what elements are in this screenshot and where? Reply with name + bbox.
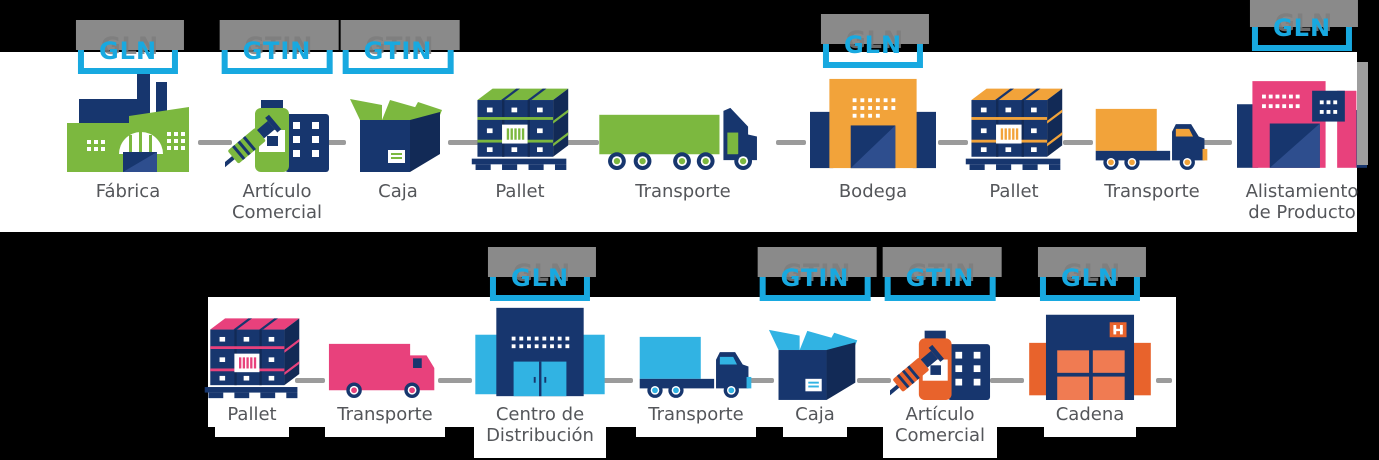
open-box-icon [348,94,448,172]
connector-line [1200,140,1232,145]
pallet-icon [468,81,572,172]
gln-tag: GLN [1037,247,1147,301]
store-icon [1029,311,1151,400]
node-label: Cadena [1043,402,1137,437]
connector-line [567,140,599,145]
connector-line [857,378,891,383]
scrollbar-sliver [1357,62,1368,165]
gln-tag: GLN [1249,0,1359,51]
gln-tag: GLN [487,247,597,301]
commercial-item-icon [890,321,991,400]
node-label: Transporte [635,181,731,202]
node-label: Fábrica [95,181,161,202]
open-box-icon [767,325,863,400]
gtin-tag: GTIN [219,20,338,74]
gtin-tag: GTIN [757,247,876,301]
node-pallet-1: Pallet [445,52,595,202]
node-transporte-4: Transporte [621,297,771,437]
factory-icon [63,74,193,172]
node-transporte-3: Transporte [310,297,460,437]
connector-line [600,378,633,383]
node-label: Caja [378,181,418,202]
connector-line [326,140,346,145]
node-label: Transporte [325,402,445,437]
gtin-tag: GTIN [340,20,459,74]
node-label: Transporte [636,402,756,437]
box-truck-icon [1090,103,1214,172]
pallet-icon [201,311,303,400]
node-pallet-2: Pallet [939,52,1089,202]
node-caja: GTIN Caja [323,20,473,202]
node-label: Pallet [989,181,1039,202]
node-cadena: GLN Cadena [1015,247,1165,437]
connector-line [1063,140,1093,145]
node-label: Pallet [215,402,289,437]
node-label: Caja [783,402,847,437]
gtin-tag: GTIN [882,247,1001,301]
connector-line [448,140,480,145]
distribution-center-icon [475,304,605,400]
connector-line [295,378,325,383]
connector-line [776,140,806,145]
gln-tag: GLN [820,14,930,68]
commercial-item-icon [225,90,330,172]
connector-line [990,378,1024,383]
connector-line [1156,378,1172,383]
node-caja-2: GTIN Caja [740,247,890,437]
van-truck-icon [327,336,443,400]
semi-truck-icon [599,101,767,172]
node-bodega: GLN Bodega [798,14,948,202]
node-label: Bodega [838,181,908,202]
connector-line [198,140,232,145]
pallet-icon [962,81,1066,172]
building-icon [1237,75,1367,172]
warehouse-icon [810,75,936,172]
node-label: Transporte [1104,181,1200,202]
node-label: Pallet [495,181,545,202]
connector-line [938,140,968,145]
gln-tag: GLN [75,20,185,74]
node-pallet-3: Pallet [177,297,327,437]
node-transporte-1: Transporte [593,52,773,202]
connector-line [438,378,472,383]
node-fabrica: GLN Fábrica [53,20,203,202]
node-transporte-2: Transporte [1077,52,1227,202]
connector-line [738,378,774,383]
